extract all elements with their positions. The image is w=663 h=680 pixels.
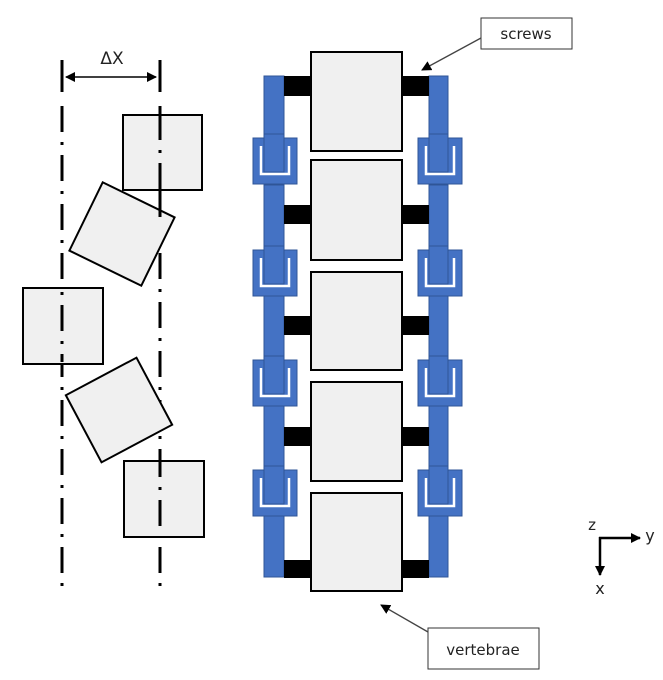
left-connector-4-slot <box>259 478 291 508</box>
right-vertebra-1 <box>310 51 403 152</box>
left-vertebra-4 <box>64 356 174 464</box>
right-vertebra-2 <box>310 159 403 261</box>
right-connector-3-rod-end <box>428 355 449 395</box>
callout-vertebrae: vertebrae <box>380 604 540 670</box>
callout-vertebrae-arrow <box>380 604 429 633</box>
right-connector-4-rod-end <box>428 465 449 505</box>
left-connector-3-rod-end <box>263 355 285 395</box>
left-connector-2-rod-end <box>263 245 285 285</box>
right-connector-4-slot <box>424 478 456 508</box>
left-screw-5 <box>284 560 312 578</box>
right-vertebra-4 <box>310 381 403 482</box>
left-vertebra-2 <box>68 180 176 288</box>
axis-label-y: y <box>645 526 654 545</box>
left-rod-segment-5 <box>263 515 285 578</box>
right-panel <box>252 51 463 592</box>
left-panel: ΔX <box>22 49 205 594</box>
dimension-label: ΔX <box>100 49 124 69</box>
right-screw-2 <box>402 205 429 224</box>
right-connector-3-slot <box>424 368 456 398</box>
callout-screws-arrow <box>421 37 482 71</box>
left-screw-4 <box>284 427 312 446</box>
right-screw-3 <box>402 316 429 335</box>
right-screw-1 <box>402 76 429 96</box>
left-screw-1 <box>284 76 312 96</box>
right-vertebra-5 <box>310 492 403 592</box>
right-screw-5 <box>402 560 429 578</box>
right-vertebra-3 <box>310 271 403 371</box>
left-connector-1-rod-end <box>263 133 285 173</box>
right-rod-segment-5 <box>428 515 449 578</box>
left-screw-3 <box>284 316 312 335</box>
callout-vertebrae-box <box>427 627 540 670</box>
coordinate-axes: z y x <box>588 516 655 598</box>
callout-screws-label: screws <box>500 25 551 43</box>
callout-vertebrae-label: vertebrae <box>446 641 520 659</box>
left-vertebra-5 <box>123 460 205 538</box>
axis-label-x: x <box>595 579 604 598</box>
callout-screws-box <box>480 17 573 50</box>
left-connector-3-slot <box>259 368 291 398</box>
axis-label-z: z <box>588 516 596 534</box>
right-connector-2-slot <box>424 258 456 288</box>
right-connector-1-slot <box>424 146 456 176</box>
left-connector-1-slot <box>259 146 291 176</box>
right-connector-1-rod-end <box>428 133 449 173</box>
right-screw-4 <box>402 427 429 446</box>
left-connector-4-rod-end <box>263 465 285 505</box>
left-vertebra-1 <box>122 114 203 191</box>
callout-screws: screws <box>421 17 573 71</box>
left-screw-2 <box>284 205 312 224</box>
right-connector-2-rod-end <box>428 245 449 285</box>
left-connector-2-slot <box>259 258 291 288</box>
